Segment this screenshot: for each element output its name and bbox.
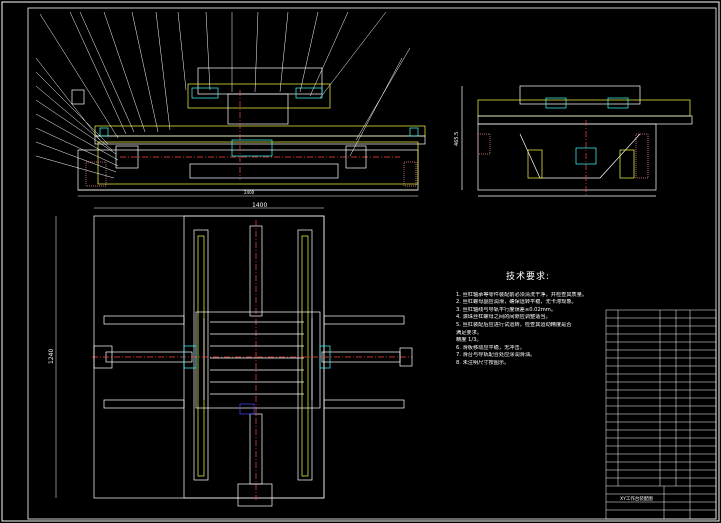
plan-width-dim: 1400 xyxy=(252,202,267,209)
side-height-dim: 465.5 xyxy=(454,132,460,146)
note-item: 4. 滚珠丝杠螺母之间的间隙应调整适当。 xyxy=(456,314,551,321)
notes-title: 技术要求: xyxy=(506,272,551,282)
note-item: 6. 滑板移动应平稳，无冲击。 xyxy=(456,344,525,351)
note-item: 3. 丝杠轴线与导轨平行度误差≤0.02mm。 xyxy=(456,306,557,313)
note-item: 5. 丝杠装配后应进行试运转，检查其运动精度是否 xyxy=(456,321,572,328)
side-section-view xyxy=(461,85,693,197)
note-item: 精度 1/3。 xyxy=(456,337,482,344)
note-item: 满足要求。 xyxy=(456,329,482,336)
note-item: 7. 滑台与导轨配合处应涂润滑油。 xyxy=(456,352,536,359)
front-width-dim: 2400 xyxy=(244,190,255,195)
technical-notes: 技术要求: 1. 丝杠轴承等零件装配前必须清洗干净，并检查其质量。 2. 丝杠螺… xyxy=(456,272,606,368)
front-section-view xyxy=(71,67,426,191)
note-item: 2. 丝杠螺母副应润滑，确保运转平稳，无卡滞现象。 xyxy=(456,299,577,306)
note-item: 8. 未注明尺寸按图示。 xyxy=(456,359,510,366)
note-item: 1. 丝杠轴承等零件装配前必须清洗干净，并检查其质量。 xyxy=(456,291,588,298)
plan-dimensions xyxy=(55,207,324,498)
inner-frame xyxy=(27,7,717,520)
drawing-name: XY工作台装配图 xyxy=(620,495,653,502)
plan-view xyxy=(92,215,413,507)
plan-height-dim: 1240 xyxy=(48,349,55,364)
title-block xyxy=(605,309,717,520)
leader-lines xyxy=(35,11,411,179)
